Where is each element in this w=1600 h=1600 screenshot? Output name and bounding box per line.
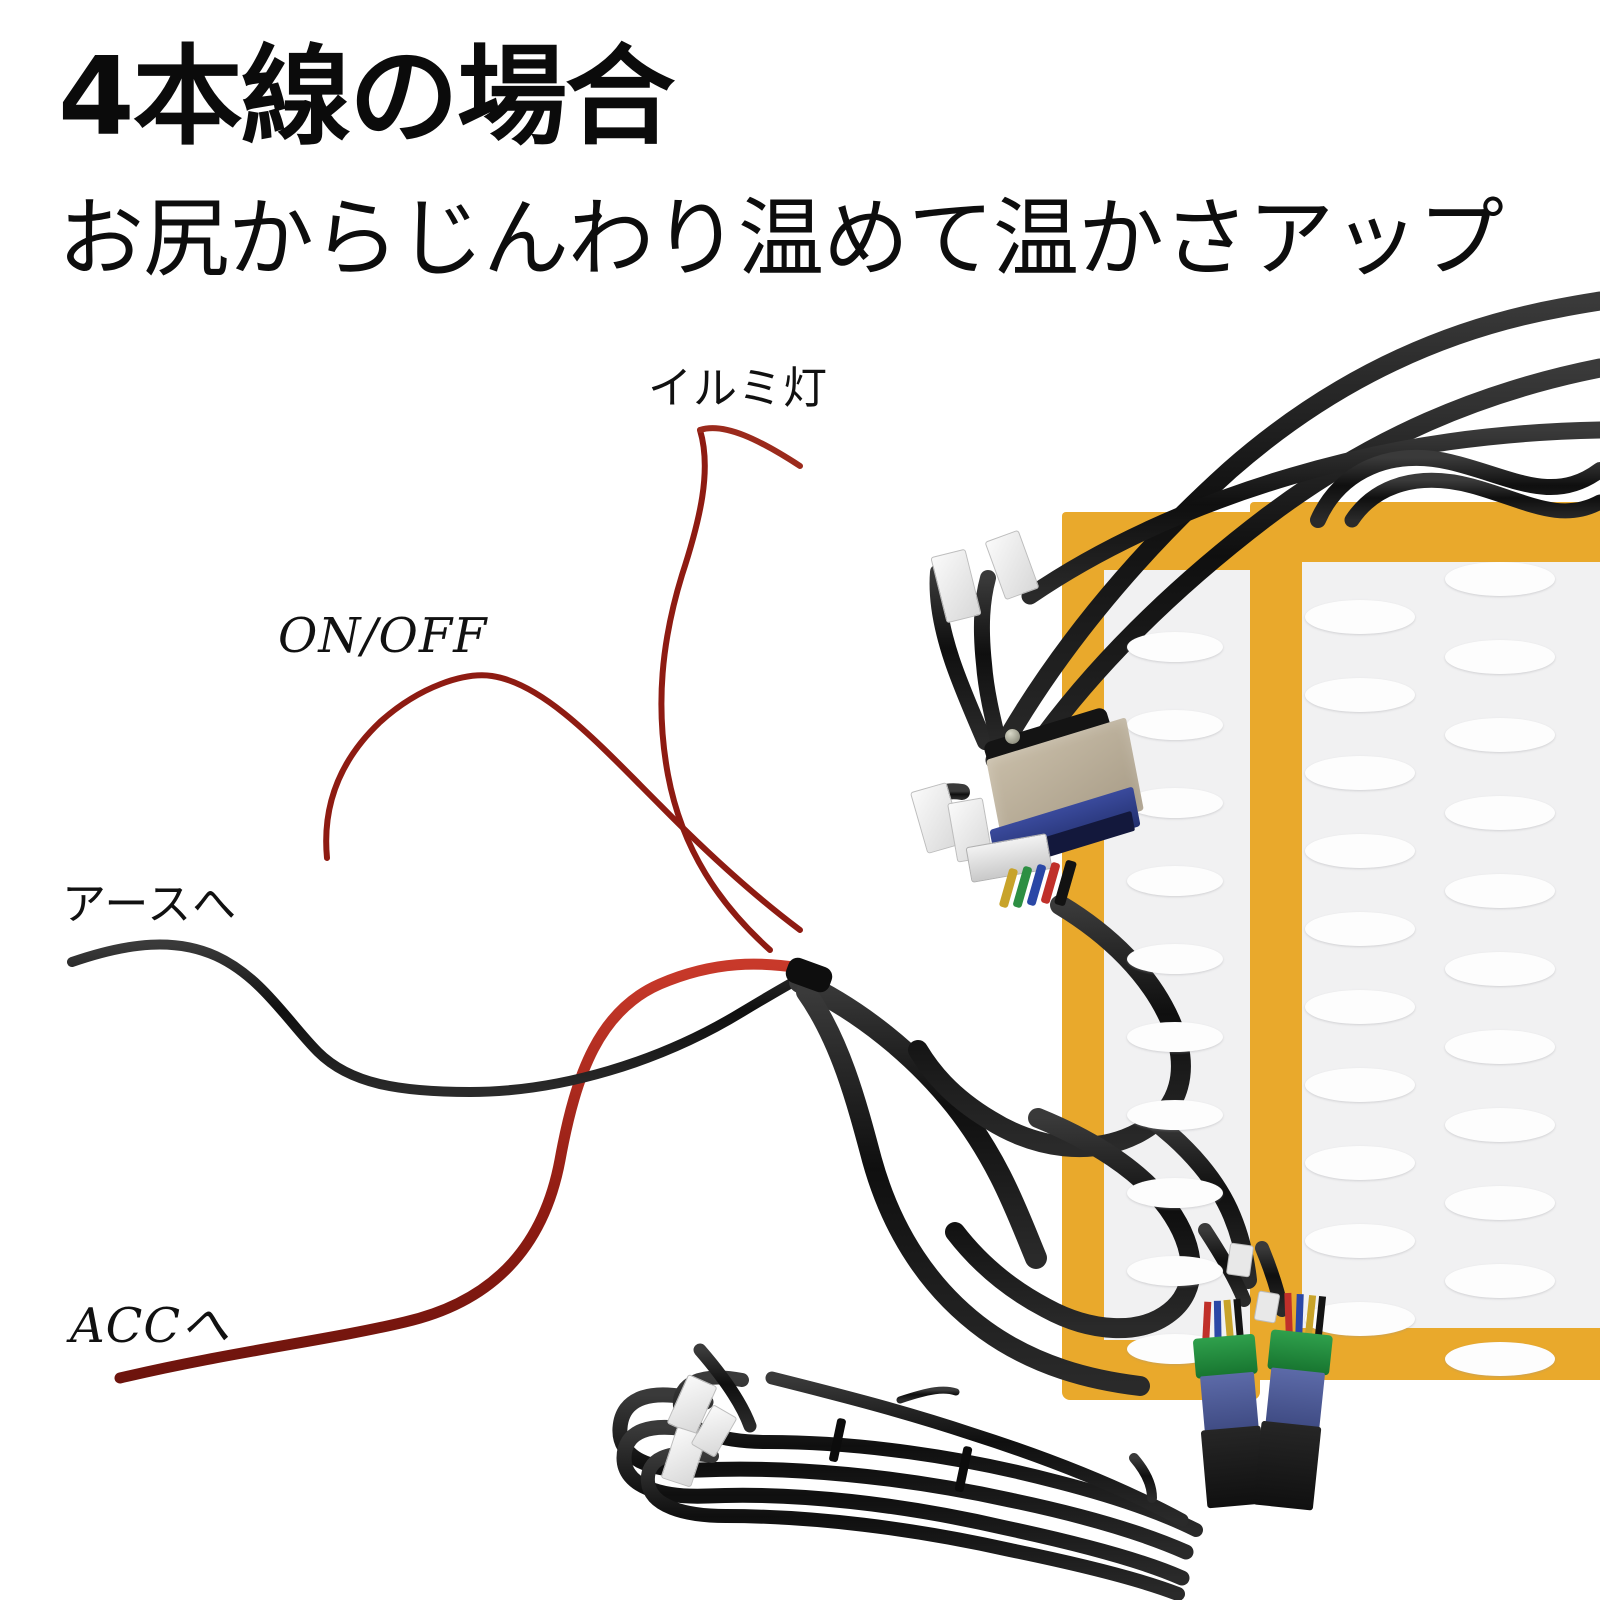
label-switch: ON/OFF bbox=[278, 608, 488, 664]
acc-red-wire bbox=[114, 958, 806, 1384]
cable-ties bbox=[829, 1418, 973, 1492]
harness-loop-upper bbox=[908, 895, 1191, 1158]
right-pad-hole bbox=[1445, 874, 1555, 908]
connector-black-shell-right bbox=[1252, 1420, 1322, 1511]
right-pad-hole bbox=[1445, 1030, 1555, 1064]
left-pad-hole bbox=[1127, 632, 1223, 662]
left-pad-hole bbox=[1127, 1178, 1223, 1208]
left-pad-hole bbox=[1127, 1100, 1223, 1130]
right-pad-hole bbox=[1445, 640, 1555, 674]
right-pad-hole bbox=[1305, 990, 1415, 1024]
label-ground: アースへ bbox=[62, 879, 238, 930]
right-pad-hole bbox=[1445, 562, 1555, 596]
harness-loop-lower bbox=[945, 1108, 1201, 1338]
left-pad-hole bbox=[1127, 788, 1223, 818]
harness-clip-upper bbox=[1225, 1242, 1255, 1278]
left-pad-hole bbox=[1127, 944, 1223, 974]
illumination-red-wire bbox=[658, 427, 773, 953]
right-pad-hole bbox=[1445, 1264, 1555, 1298]
right-pad-hole bbox=[1305, 600, 1415, 634]
harness-coil bbox=[612, 1343, 1203, 1600]
label-illumination: イルミ灯 bbox=[648, 363, 828, 414]
right-pad-hole bbox=[1305, 756, 1415, 790]
left-pad-hole bbox=[1127, 866, 1223, 896]
right-pad-hole bbox=[1305, 1224, 1415, 1258]
left-pad-hole bbox=[1127, 710, 1223, 740]
spade-lead-b bbox=[973, 570, 1008, 756]
control-module bbox=[960, 706, 1170, 909]
pad-cable-c bbox=[1021, 421, 1600, 605]
page-title: 4本線の場合 bbox=[58, 35, 675, 160]
label-accessory: ACCへ bbox=[70, 1298, 231, 1354]
right-pad-hole bbox=[1305, 678, 1415, 712]
ground-black-wire bbox=[67, 939, 817, 1097]
right-pad-hole bbox=[1305, 1146, 1415, 1180]
right-pad-hole bbox=[1445, 1186, 1555, 1220]
left-pad-hole bbox=[1127, 1256, 1223, 1286]
connector-blue-body-left bbox=[1200, 1371, 1259, 1435]
page-subtitle: お尻からじんわり温めて温かさアップ bbox=[58, 189, 1504, 289]
right-pad-hole bbox=[1445, 718, 1555, 752]
right-pad-hole bbox=[1445, 796, 1555, 830]
harness-branch-lower bbox=[796, 982, 1150, 1396]
right-pad-hole bbox=[1445, 1108, 1555, 1142]
right-pad-hole bbox=[1445, 1342, 1555, 1376]
right-pad-lead-b bbox=[1344, 472, 1600, 528]
module-bracket-screw bbox=[1005, 729, 1020, 744]
right-pad-hole bbox=[1445, 952, 1555, 986]
right-pad-hole bbox=[1305, 834, 1415, 868]
spade-lead-a bbox=[929, 564, 993, 750]
left-pad-hole bbox=[1127, 1022, 1223, 1052]
pad-cable-a bbox=[985, 291, 1600, 770]
pad-cable-b bbox=[1000, 358, 1600, 796]
switch-red-wire bbox=[323, 672, 803, 933]
right-pad-hole bbox=[1305, 1068, 1415, 1102]
right-pad-hole bbox=[1305, 912, 1415, 946]
right-pad-lead-a bbox=[1310, 449, 1600, 528]
